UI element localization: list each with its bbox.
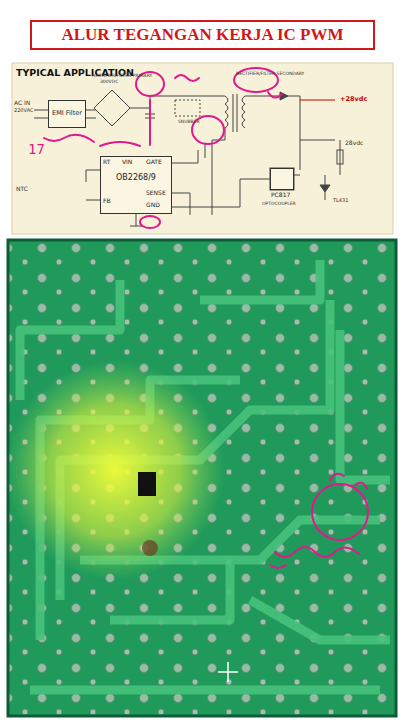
- node-text: EMI Filter: [52, 110, 82, 117]
- filter-box: EMI Filter: [48, 100, 86, 128]
- optocoupler-box: PC817: [270, 168, 294, 190]
- part-name: OPTOCOUPLER: [262, 202, 296, 207]
- pin-name: FB: [103, 198, 111, 205]
- block-label: RECTIFIER/FILTER PRIMARY: [92, 74, 152, 79]
- title: ALUR TEGANGAN KERJA IC PWM: [61, 26, 343, 45]
- input-label: AC IN: [14, 100, 30, 107]
- block-label: SNUBBER: [178, 120, 200, 125]
- pin-name: GATE: [146, 159, 162, 166]
- output-voltage: 28vdc: [345, 140, 363, 147]
- pwm-ic-chip: [138, 472, 156, 496]
- pin-name: SENSE: [146, 190, 166, 197]
- schematic-panel: [12, 63, 393, 234]
- input-label: 220VAC: [14, 108, 33, 114]
- pin-name: GND: [146, 202, 160, 209]
- block-label: 300VDC: [100, 80, 118, 85]
- pin-name: RT: [103, 159, 110, 166]
- handwritten-number: 17: [28, 142, 45, 157]
- pin-name: VIN: [122, 159, 132, 166]
- feedback-wire: [172, 179, 270, 207]
- hand-annotation: [270, 474, 368, 568]
- block-label: RECTIFIER/FILTER SECONDARY: [236, 72, 304, 77]
- highlight-glow: [5, 360, 225, 580]
- output-voltage: +28vdc: [340, 96, 367, 103]
- node-text: OB2268/9: [116, 174, 156, 183]
- node-text: PC817: [271, 192, 290, 199]
- schematic-wires: [34, 90, 343, 226]
- title-box: ALUR TEGANGAN KERJA IC PWM: [30, 20, 375, 50]
- part-name: TL431: [333, 198, 348, 204]
- hand-annotation: [44, 68, 282, 228]
- mouse-cursor: [218, 662, 238, 682]
- part-name: NTC: [16, 186, 28, 193]
